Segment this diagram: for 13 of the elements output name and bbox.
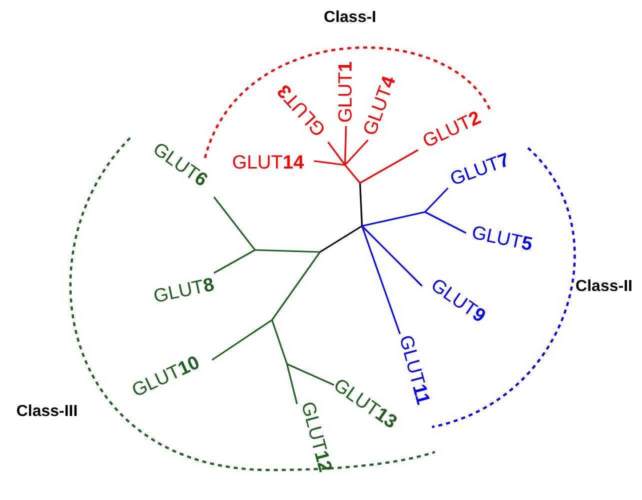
gene-label: GLUT1 [336, 61, 356, 123]
class-label: Class-II [576, 279, 632, 295]
gene-label: GLUT2 [420, 108, 484, 152]
gene-label: GLUT11 [396, 333, 432, 407]
gene-label: GLUT10 [129, 353, 203, 401]
gene-label: GLUT7 [448, 150, 512, 190]
class-label: Class-III [16, 404, 78, 420]
gene-label: GLUT5 [470, 223, 534, 255]
gene-label: GLUT4 [360, 74, 400, 138]
class-label: Class-I [324, 10, 376, 26]
gene-label: GLUT14 [232, 154, 304, 172]
gene-label: GLUT12 [298, 400, 334, 474]
gene-label: GLUT8 [152, 275, 216, 307]
